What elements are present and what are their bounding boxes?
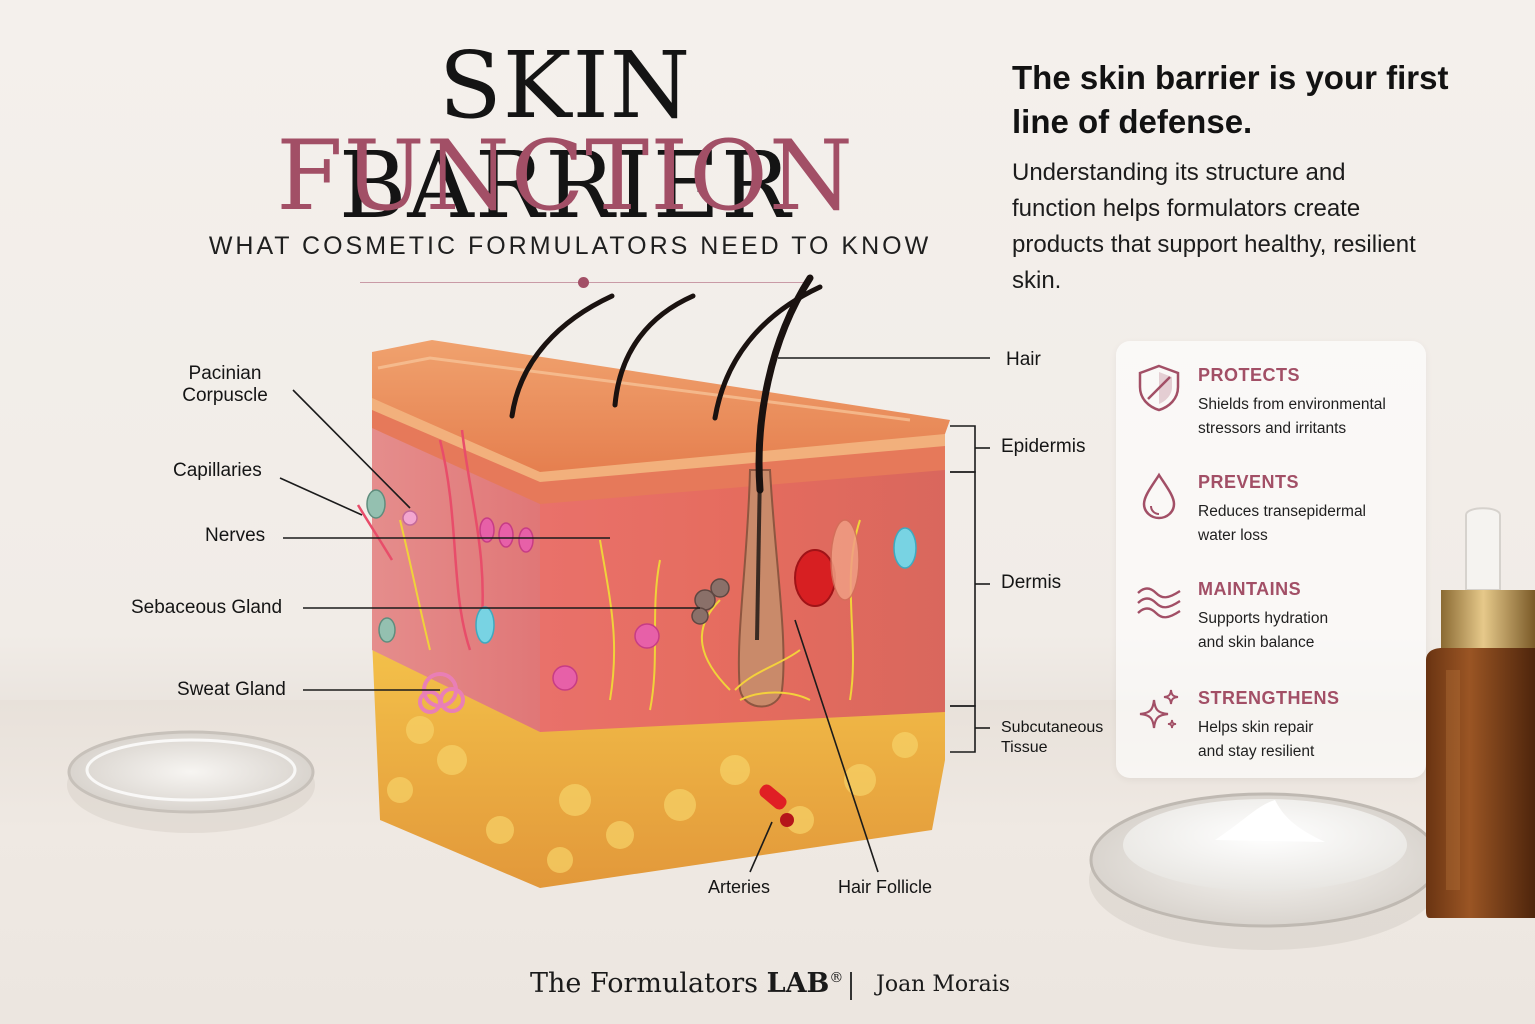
waves-icon [1137,587,1181,619]
benefit-title: PROTECTS [1198,365,1301,385]
footer-brand-mark: ® [829,970,844,986]
label-dermis: Dermis [1001,572,1062,593]
benefit-title: MAINTAINS [1198,579,1302,599]
benefit-line: Reduces transepidermal [1198,503,1367,520]
label-sebaceous-gland: Sebaceous Gland [131,597,283,618]
page-subtitle: WHAT COSMETIC FORMULATORS NEED TO KNOW [208,232,932,260]
sparkle-icon [1139,689,1179,729]
benefit-line: and skin balance [1198,634,1315,651]
shield-icon [1138,364,1180,412]
benefit-line: Supports hydration [1198,610,1329,627]
label-subcutaneous-tissue: Subcutaneous Tissue [1001,718,1103,758]
benefit-protects: PROTECTS Shields from environmental stre… [1116,341,1426,441]
benefit-maintains: MAINTAINS Supports hydration and skin ba… [1116,555,1426,655]
label-nerves: Nerves [205,525,266,546]
label-pacinian-line1: Pacinian [188,363,262,384]
page-title-line2: FUNCTION [276,120,854,232]
intro-body: Understanding its structure and function… [1012,159,1416,294]
label-pacinian-corpuscle: Pacinian Corpuscle [170,363,280,407]
benefit-line: Shields from environmental [1198,396,1386,413]
benefit-line: stressors and irritants [1198,420,1347,437]
intro-headline: The skin barrier is your first line of d… [1012,59,1449,140]
benefit-description: Supports hydration and skin balance [1198,607,1418,655]
benefit-line: water loss [1198,527,1268,544]
droplet-icon [1142,472,1176,520]
benefit-line: Helps skin repair [1198,719,1314,736]
label-pacinian-line2: Corpuscle [182,385,268,406]
footer-author: Joan Morais [876,972,1011,997]
benefit-prevents: PREVENTS Reduces transepidermal water lo… [1116,448,1426,548]
benefit-title: PREVENTS [1198,472,1300,492]
footer-brand-prefix: The Formulators [530,968,758,999]
footer-brand-bold: LAB [766,968,830,999]
benefits-card: PROTECTS Shields from environmental stre… [1116,341,1426,778]
label-subcutaneous-line2: Tissue [1001,739,1048,756]
benefit-title: STRENGTHENS [1198,688,1340,708]
label-capillaries: Capillaries [173,460,262,481]
label-subcutaneous-line1: Subcutaneous [1001,719,1104,736]
label-arteries: Arteries [708,877,771,897]
label-sweat-gland: Sweat Gland [177,679,286,700]
benefit-description: Shields from environmental stressors and… [1198,393,1418,441]
label-epidermis: Epidermis [1001,436,1086,457]
benefit-description: Reduces transepidermal water loss [1198,500,1418,548]
label-hair: Hair [1006,349,1041,370]
label-hair-follicle: Hair Follicle [838,877,933,897]
benefit-line: and stay resilient [1198,743,1315,760]
footer-brand: The Formulators LAB® [530,968,843,999]
title-divider-dot [578,277,589,288]
benefit-strengthens: STRENGTHENS Helps skin repair and stay r… [1116,664,1426,764]
page-title-line1: SKIN BARRIER [338,32,792,239]
benefit-description: Helps skin repair and stay resilient [1198,716,1418,764]
footer-separator [850,972,852,1000]
